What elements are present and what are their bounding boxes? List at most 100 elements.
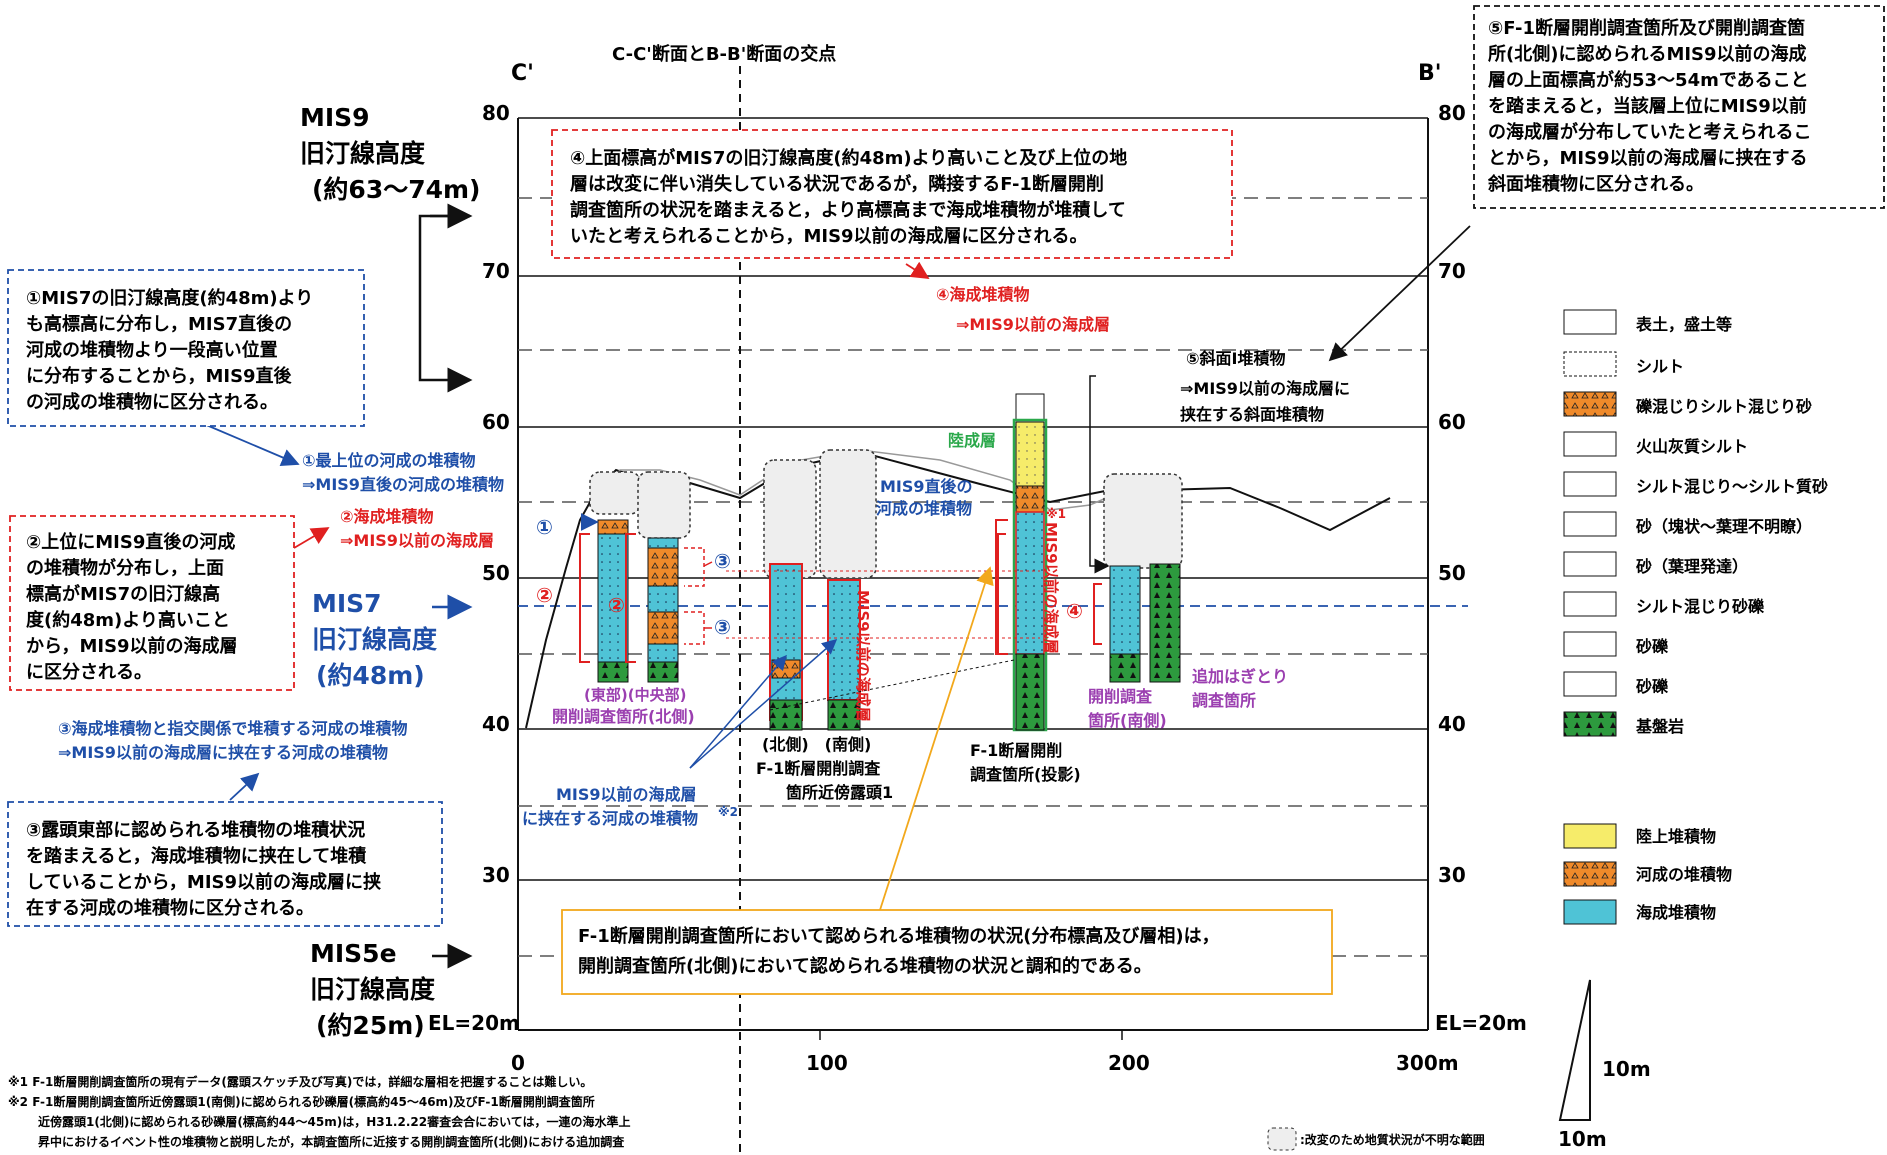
label-1b: ⇒MIS9直後の河成の堆積物 (302, 475, 504, 494)
box1-line: も高標高に分布し，MIS7直後の (26, 313, 292, 335)
box3-line: ③露頭東部に認められる堆積物の堆積状況 (26, 819, 365, 841)
legend-label: 砂（塊状～葉理不明瞭） (1636, 517, 1812, 536)
box5-text: ⑤F-1断層開削調査箇所及び開削調査箇 所(北側)に認められるMIS9以前の海成… (1487, 17, 1811, 195)
label-rikusei: 陸成層 (948, 431, 996, 450)
column-f1-trench (1012, 393, 1048, 732)
legend-swatch (1563, 551, 1617, 577)
y-tick-label: 80 (1438, 101, 1466, 125)
unknown-range (637, 471, 691, 539)
legend-label: シルト混じり砂礫 (1636, 597, 1765, 616)
box4-line: 層は改変に伴い消失している状況であるが，隣接するF-1断層開削 (570, 173, 1104, 195)
legend-swatch (1563, 309, 1617, 335)
y-tick-label: 40 (482, 712, 510, 736)
column-north-center (647, 537, 679, 683)
scale-vertical: 10m (1602, 1057, 1651, 1081)
y-tick-labels-left: 80 70 60 50 40 30 (482, 101, 510, 887)
correlation-line (769, 659, 1015, 711)
label-vertical-2: MIS9以前の海成層 (1042, 522, 1060, 654)
unknown-range (763, 459, 817, 579)
mis5e-range: (約25m) (316, 1011, 425, 1040)
legend-label: 砂礫 (1636, 677, 1669, 696)
label-3b: ⇒MIS9以前の海成層に挟在する河成の堆積物 (58, 743, 388, 762)
legend-label: 表土，盛土等 (1635, 315, 1732, 334)
marker-3b: ③ (714, 615, 731, 639)
intersection-label: C-C'断面とB-B'断面の交点 (612, 43, 836, 65)
box5-line: を踏まえると，当該層上位にMIS9以前 (1488, 95, 1807, 117)
label-4a: ④海成堆積物 (936, 285, 1030, 304)
y-tick-label: 40 (1438, 712, 1466, 736)
y-tick-label: 80 (482, 101, 510, 125)
legend-label: シルト (1636, 357, 1684, 376)
legend-label: 基盤岩 (1635, 717, 1684, 736)
box2-line: 標高がMIS7の旧汀線高 (26, 583, 220, 605)
legend-swatch (1563, 591, 1617, 617)
box5-line: 層の上面標高が約53～54mであること (1488, 69, 1809, 91)
legend-label: 河成の堆積物 (1636, 865, 1732, 884)
box-f1-text: F-1断層開削調査箇所において認められる堆積物の状況(分布標高及び層相)は， 開… (578, 925, 1220, 977)
footnotes: ※1 F-1断層開削調査箇所の現有データ(露頭スケッチ及び写真)では，詳細な層相… (8, 1074, 631, 1149)
box2-line: から，MIS9以前の海成層 (26, 635, 238, 657)
box3-line: を踏まえると，海成堆積物に挟在して堆積 (26, 845, 367, 867)
mis7-range: (約48m) (316, 661, 425, 690)
label-inter-sup: ※2 (718, 805, 738, 819)
scale-horizontal: 10m (1558, 1127, 1607, 1151)
label-mis9-after-2: 河成の堆積物 (876, 499, 972, 518)
box2-frame (9, 515, 295, 691)
box5-line: 所(北側)に認められるMIS9以前の海成 (1488, 43, 1807, 65)
box4-line: いたと考えられることから，MIS9以前の海成層に区分される。 (570, 225, 1088, 247)
legend-label: 砂（葉理発達） (1636, 557, 1748, 576)
box2-line: の堆積物が分布し，上面 (26, 557, 224, 579)
legend-swatch (1563, 471, 1617, 497)
unknown-legend-swatch (1267, 1127, 1297, 1151)
mis9-title: MIS9 (300, 103, 370, 132)
x-tick-label: 100 (806, 1051, 848, 1075)
unknown-range (1103, 473, 1183, 569)
site2-a: (北側) (南側) (762, 735, 871, 754)
el-label-right: EL=20m (1435, 1011, 1527, 1035)
column-north-east (597, 519, 629, 683)
marker-4: ④ (1066, 599, 1083, 623)
el-label-left: EL=20m (428, 1011, 520, 1035)
site4-b: 箇所(南側) (1088, 711, 1167, 730)
column-f1-outcrop-north (769, 563, 803, 731)
site5-b: 調査箇所 (1192, 691, 1256, 710)
legend-label: 砂礫 (1636, 637, 1669, 656)
box1-text: ①MIS7の旧汀線高度(約48m)より も高標高に分布し，MIS7直後の 河成の… (26, 287, 313, 413)
mis7-title: MIS7 (312, 589, 382, 618)
y-tick-label: 30 (1438, 863, 1466, 887)
site1-b: 開削調査箇所(北側) (552, 707, 695, 726)
box5-line: の海成層が分布していたと考えられるこ (1488, 121, 1811, 143)
box3-line: していることから，MIS9以前の海成層に挟 (26, 871, 381, 893)
label-4b: ⇒MIS9以前の海成層 (956, 315, 1110, 334)
mis7-sub: 旧汀線高度 (312, 625, 437, 654)
x-tick-label: 300m (1396, 1051, 1459, 1075)
legend-label: シルト混じり～シルト質砂 (1636, 477, 1828, 496)
site3-b: 調査箇所(投影) (970, 765, 1081, 784)
y-tick-labels-right: 80 70 60 50 40 30 (1438, 101, 1466, 887)
box5-line: ⑤F-1断層開削調査箇所及び開削調査箇 (1488, 17, 1805, 39)
mis5e-sub: 旧汀線高度 (310, 975, 435, 1004)
legend-label: 火山灰質シルト (1636, 437, 1748, 456)
y-tick-label: 60 (482, 410, 510, 434)
legend-label: 陸上堆積物 (1636, 827, 1716, 846)
label-5c: 挟在する斜面堆積物 (1180, 405, 1324, 424)
box-f1-line: 開削調査箇所(北側)において認められる堆積物の状況と調和的である。 (578, 955, 1152, 977)
unknown-range (589, 471, 641, 515)
box1-line: 河成の堆積物より一段高い位置 (26, 339, 278, 361)
legend-swatch (1563, 431, 1617, 457)
marker-1: ① (536, 515, 553, 539)
mis5e-title: MIS5e (310, 939, 397, 968)
box1-line: の河成の堆積物に区分される。 (26, 391, 278, 413)
left-end-label: C' (511, 61, 534, 86)
unknown-ranges (589, 449, 1183, 579)
y-tick-label: 50 (1438, 561, 1466, 585)
y-tick-label: 70 (1438, 259, 1466, 283)
unknown-range (819, 449, 877, 579)
box-f1-line: F-1断層開削調査箇所において認められる堆積物の状況(分布標高及び層相)は， (578, 925, 1220, 947)
box2-line: 度(約48m)より高いこと (26, 609, 230, 631)
box3-text: ③露頭東部に認められる堆積物の堆積状況 を踏まえると，海成堆積物に挟在して堆積 … (26, 819, 381, 919)
label-5b: ⇒MIS9以前の海成層に (1180, 379, 1350, 398)
box5-line: とから，MIS9以前の海成層に挟在する (1488, 147, 1808, 169)
box4-frame (551, 129, 1233, 259)
